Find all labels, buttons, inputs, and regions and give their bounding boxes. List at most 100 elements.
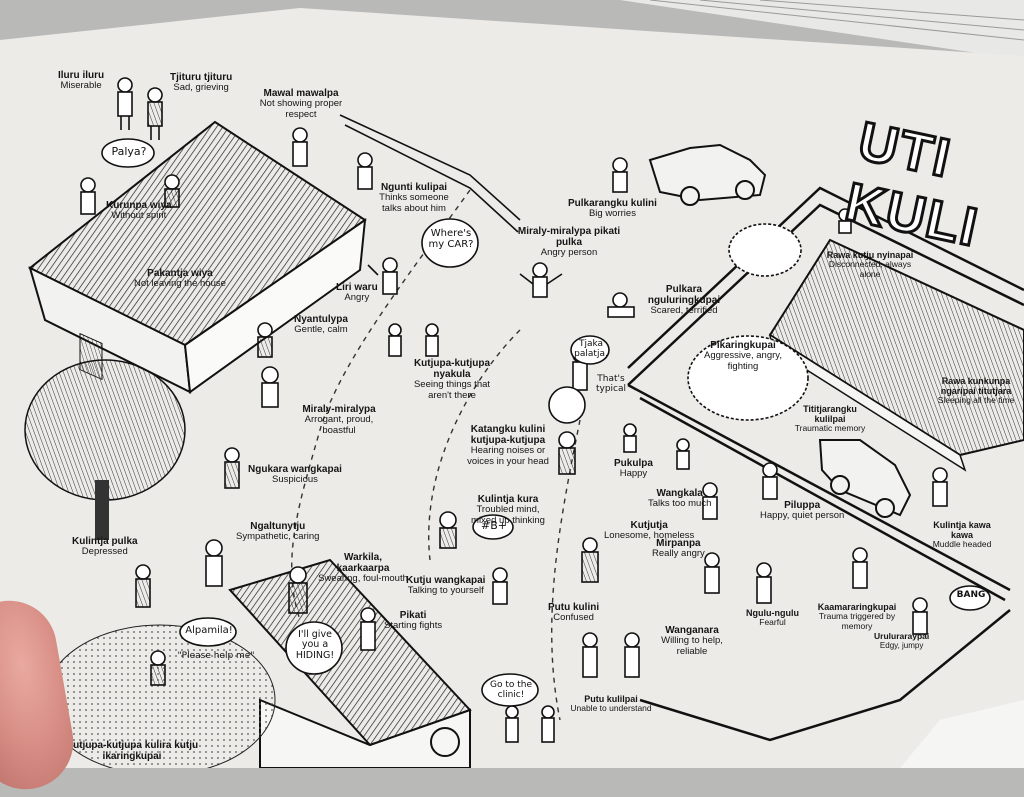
label-gloss: Edgy, jumpy (879, 640, 924, 650)
label-gloss: Disconnected, always alone (828, 259, 912, 279)
label-term: Mirpanpa (656, 538, 701, 549)
label-gloss: Unable to understand (570, 703, 652, 714)
label-term: Mawal mawalpa (263, 88, 339, 99)
label-gloss: Scared, terrified (650, 305, 718, 317)
bubble-b-plus: #B+ (481, 519, 507, 532)
label-gloss: Not showing proper respect (259, 98, 343, 120)
bubble-tjaka-palatja: Tjaka palatja. (574, 339, 608, 359)
house-top-left (28, 120, 367, 394)
label-term: Kutju wangkapai (406, 575, 486, 586)
label-gloss: Seeing things that aren't there (413, 379, 491, 401)
label-term: Ngaltunytju (250, 521, 306, 532)
page-stack-lines (649, 0, 1024, 41)
label-term: Ngukara wangkapai (248, 464, 342, 475)
label-term: Pikaringkupai (710, 340, 776, 351)
label-term: Miraly-miralypa pikati pulka (517, 226, 621, 249)
label-term: Nyantulypa (294, 314, 348, 325)
label-gloss: Arrogant, proud, boastful (304, 414, 374, 436)
label-gloss: Muddle headed (932, 539, 992, 550)
label-gloss: Swearing, foul-mouth (318, 573, 408, 585)
label-term: Pikati (399, 610, 427, 621)
poster-illustration (0, 0, 1024, 768)
bubble-palya: Palya? (111, 145, 147, 158)
label-gloss: Without spirit (111, 210, 167, 222)
label-gloss: Sympathetic, caring (236, 531, 320, 543)
label-term: Piluppa (784, 500, 821, 511)
label-gloss: Aggressive, angry, fighting (704, 350, 782, 372)
label-term: Kaamararingkupai (817, 602, 897, 612)
label-gloss: Talks too much (648, 498, 712, 510)
label-gloss: Angry person (540, 247, 598, 259)
label-gloss: Willing to help, reliable (661, 635, 723, 657)
label-term: Putu kulini (548, 602, 600, 613)
bubble-give-you-a-hiding: I'll give you a HIDING! (295, 629, 335, 661)
label-term: Kulintja kawa kawa (933, 520, 991, 541)
bubble-bang: BANG (956, 590, 986, 600)
bubble-alpamila: Alpamila! (185, 625, 233, 636)
label-term: Kulintja pulka (72, 536, 138, 547)
fence-top (339, 114, 521, 233)
label-term: Kurunpa wiya (106, 200, 172, 211)
label-gloss: Miserable (60, 80, 102, 92)
label-term: Iluru iluru (58, 70, 105, 81)
label-gloss: Sad, grieving (173, 82, 229, 94)
compound-right (627, 186, 1024, 602)
label-gloss: Troubled mind, mixed up thinking (471, 504, 545, 526)
label-term: Ngunti kulipai (380, 182, 448, 193)
label-gloss: Not leaving the house (134, 278, 226, 290)
label-term: Kutjutja (630, 520, 668, 531)
label-term: Wanganara (665, 625, 719, 636)
label-term: Uruluraraypai (874, 631, 930, 641)
label-term: Putu kulilpai (584, 694, 638, 704)
road-edge (639, 609, 1011, 742)
speech-bubbles (101, 138, 991, 707)
label-gloss: Starting fights (384, 620, 443, 632)
car-right (818, 439, 912, 518)
label-gloss: Lonesome, homeless (604, 530, 695, 542)
bubble-go-to-clinic: Go to the clinic! (489, 680, 532, 700)
label-term: Rawa kutju nyinapai (826, 250, 914, 260)
label-term: Kulintja kura (477, 494, 539, 505)
label-gloss: Confused (553, 612, 594, 624)
label-gloss: Trauma triggered by memory (818, 611, 896, 631)
label-term: Rawa kunkunpa ngaripai titutjara (940, 376, 1012, 397)
bubble-typical: That's typical (595, 374, 627, 394)
paths (291, 189, 581, 721)
label-gloss: Big worries (588, 208, 636, 220)
label-kutjupa-kutjupa-kulira: Kutjupa-kutjupa kulira kutju ikaringkupa… (62, 740, 202, 762)
label-gloss: Hearing noises or voices in your head (467, 445, 549, 467)
label-gloss: Suspicious (271, 474, 318, 486)
page-stack (620, 0, 1024, 60)
bubble-please-help-me: "Please help me" (177, 651, 255, 661)
label-term: Wangkala (656, 488, 703, 499)
label-term: Pulkarangku kulini (568, 198, 657, 209)
bubble-wheres-my-car: Where's my CAR? (428, 228, 474, 250)
label-gloss: Gentle, calm (294, 324, 348, 336)
label-gloss: Sleeping all the time (937, 395, 1015, 406)
